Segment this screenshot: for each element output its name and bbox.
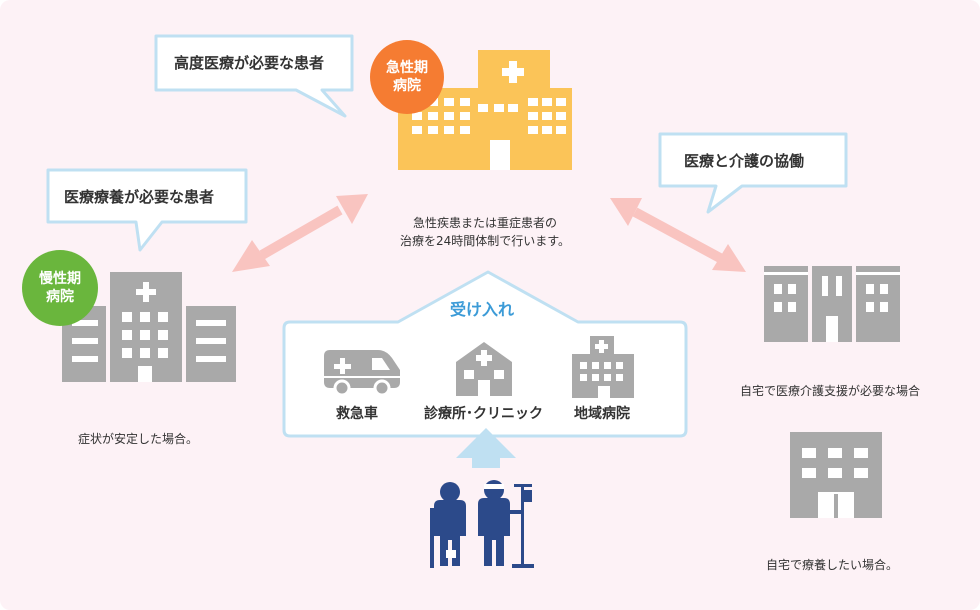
- arrow-chronic-acute: [232, 194, 368, 272]
- acute-hospital-window: [542, 98, 552, 106]
- acute-hospital-window: [460, 112, 470, 120]
- bubble-recuperation-text: 医療療養が必要な患者: [64, 188, 215, 206]
- acute-hospital-window: [478, 104, 488, 112]
- clinic-details: [464, 350, 504, 396]
- acute-hospital-window: [556, 98, 566, 106]
- acute-hospital-window: [444, 112, 454, 120]
- acute-badge-line1: 急性期: [386, 59, 428, 76]
- acute-hospital-window: [528, 112, 538, 120]
- home-recuperation-description: 自宅で療養したい場合。: [766, 558, 899, 572]
- chronic-badge-line1: 慢性期: [39, 270, 81, 287]
- ambulance-details: [324, 358, 400, 378]
- ambulance-wheels: [333, 379, 391, 397]
- acute-hospital-window: [556, 126, 566, 134]
- arrow-acute-care: [610, 198, 746, 272]
- intake-title: 受け入れ: [450, 300, 515, 319]
- acute-hospital-window: [542, 112, 552, 120]
- acute-hospital-window: [412, 126, 422, 134]
- intake-label-regional: 地域病院: [574, 406, 630, 422]
- acute-hospital-cross: [502, 61, 524, 83]
- speech-bubble-recuperation: [46, 168, 248, 252]
- acute-hospital-window: [494, 104, 504, 112]
- acute-hospital-window: [428, 112, 438, 120]
- acute-hospital-window: [412, 112, 422, 120]
- patient-bandage: [446, 550, 456, 558]
- bubble-collaboration-text: 医療と介護の協働: [684, 152, 805, 170]
- patient-with-drip-icon: [478, 480, 534, 568]
- acute-description-line1: 急性疾患または重症患者の: [412, 216, 557, 230]
- acute-hospital-window: [444, 98, 454, 106]
- acute-hospital-window: [444, 126, 454, 134]
- speech-bubble-high-care: [154, 34, 354, 118]
- chronic-badge: 慢性期 病院: [22, 250, 98, 326]
- acute-description-line2: 治療を24時間体制で行います。: [399, 234, 571, 248]
- acute-hospital-window: [460, 126, 470, 134]
- acute-hospital-window: [556, 112, 566, 120]
- acute-description: 急性疾患または重症患者の 治療を24時間体制で行います。: [385, 214, 585, 250]
- up-arrow-icon: [456, 428, 516, 468]
- speech-bubble-collaboration: [658, 132, 848, 214]
- intake-label-clinic: 診療所･クリニック: [424, 406, 543, 422]
- acute-hospital-window: [508, 104, 518, 112]
- acute-hospital-window: [460, 98, 470, 106]
- chronic-description: 症状が安定した場合。: [78, 432, 199, 446]
- intake-label-ambulance: 救急車: [336, 406, 378, 422]
- care-facility-windows: [764, 272, 900, 342]
- acute-badge-line2: 病院: [393, 78, 421, 94]
- acute-hospital-window: [542, 126, 552, 134]
- patient-with-crutch-icon: [430, 482, 466, 568]
- regional-hospital-details: [580, 340, 623, 398]
- acute-hospital-window: [528, 98, 538, 106]
- patient-head-bandage: [484, 484, 504, 489]
- acute-hospital-window: [528, 126, 538, 134]
- home-support-description: 自宅で医療介護支援が必要な場合: [740, 384, 921, 398]
- care-facility-icon: [764, 266, 900, 342]
- bubble-high-care-text: 高度医療が必要な患者: [174, 54, 325, 72]
- chronic-hospital-details: [72, 282, 226, 382]
- acute-badge: 急性期 病院: [370, 40, 444, 114]
- acute-hospital-window: [428, 126, 438, 134]
- clinic-icon: [456, 342, 512, 396]
- chronic-badge-line2: 病院: [46, 289, 74, 305]
- acute-hospital-door: [490, 140, 510, 170]
